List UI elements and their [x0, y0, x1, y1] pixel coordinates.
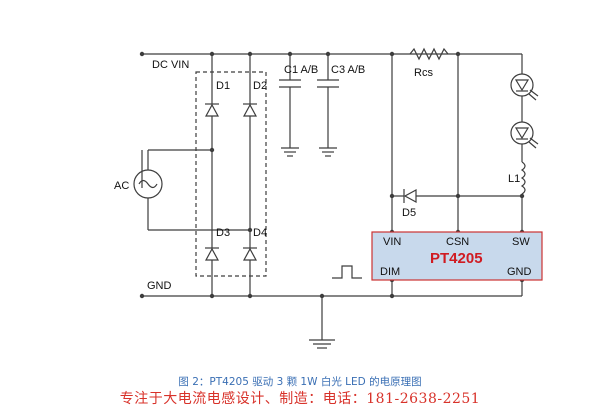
label-rcs: Rcs: [414, 67, 433, 79]
label-c1: C1 A/B: [284, 64, 318, 76]
diode-d4: [242, 247, 258, 261]
diode-d3: [204, 247, 220, 261]
label-l1: L1: [508, 173, 520, 185]
diode-d1: [204, 103, 220, 117]
figure-caption: 图 2：PT4205 驱动 3 颗 1W 白光 LED 的电原理图: [178, 376, 422, 388]
led-1: [510, 73, 539, 101]
pin-csn: CSN: [446, 236, 469, 248]
pin-dim: DIM: [380, 266, 400, 278]
bridge-dashed-box: [195, 71, 267, 277]
pin-sw: SW: [512, 236, 530, 248]
pin-vin: VIN: [383, 236, 401, 248]
label-d5: D5: [402, 207, 416, 219]
led-2: [510, 121, 539, 149]
label-gnd: GND: [147, 280, 172, 292]
label-d3: D3: [216, 227, 230, 239]
chip-name: PT4205: [430, 250, 483, 267]
diode-d5: [403, 188, 417, 204]
advert-line: 专注于大电流电感设计、制造：电话：181-2638-2251: [119, 391, 481, 407]
pt4205-chip: [371, 231, 543, 281]
ac-source: [133, 169, 163, 199]
label-ac: AC: [114, 180, 129, 192]
label-dc-vin: DC VIN: [152, 59, 189, 71]
l1-inductor: [520, 161, 526, 195]
dim-pulse: [332, 265, 362, 279]
label-c3: C3 A/B: [331, 64, 365, 76]
label-d1: D1: [216, 80, 230, 92]
rcs-resistor: [409, 47, 449, 61]
label-d2: D2: [253, 80, 267, 92]
diode-d2: [242, 103, 258, 117]
pin-gnd: GND: [507, 266, 532, 278]
label-d4: D4: [253, 227, 267, 239]
